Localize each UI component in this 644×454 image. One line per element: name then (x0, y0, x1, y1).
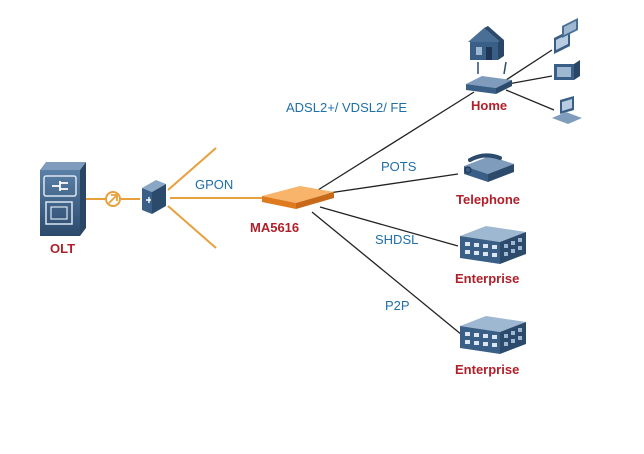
pots-label: POTS (381, 159, 417, 174)
tv-icon (554, 60, 580, 80)
router-to-computer (505, 49, 553, 81)
shdsl-link (319, 206, 459, 247)
router-icon (466, 61, 512, 94)
access-links (311, 49, 555, 336)
house-icon (468, 26, 504, 60)
enterprise-label-2: Enterprise (455, 362, 519, 377)
pots-link (321, 173, 459, 195)
adsl-link (317, 91, 475, 191)
telephone-icon (464, 153, 514, 182)
p2p-link (311, 211, 463, 336)
router-to-tv (507, 75, 553, 85)
olt-icon (40, 162, 86, 236)
connector-icon (105, 191, 121, 207)
adsl-label: ADSL2+/ VDSL2/ FE (286, 100, 407, 115)
shdsl-label: SHDSL (375, 232, 418, 247)
laptop-icon (552, 96, 582, 124)
olt-label: OLT (50, 241, 75, 256)
computer-icon (554, 18, 578, 54)
gpon-label: GPON (195, 177, 233, 192)
splitter-icon (142, 180, 166, 214)
ma5616-icon (262, 186, 334, 209)
ma5616-label: MA5616 (250, 220, 299, 235)
splitter-lower-branch (167, 205, 217, 249)
enterprise-building-icon (460, 316, 526, 354)
home-label: Home (471, 98, 507, 113)
p2p-label: P2P (385, 298, 410, 313)
enterprise-building-icon (460, 226, 526, 264)
router-to-laptop (505, 89, 555, 111)
enterprise-label-1: Enterprise (455, 271, 519, 286)
splitter-upper-branch (167, 147, 217, 191)
telephone-label: Telephone (456, 192, 520, 207)
